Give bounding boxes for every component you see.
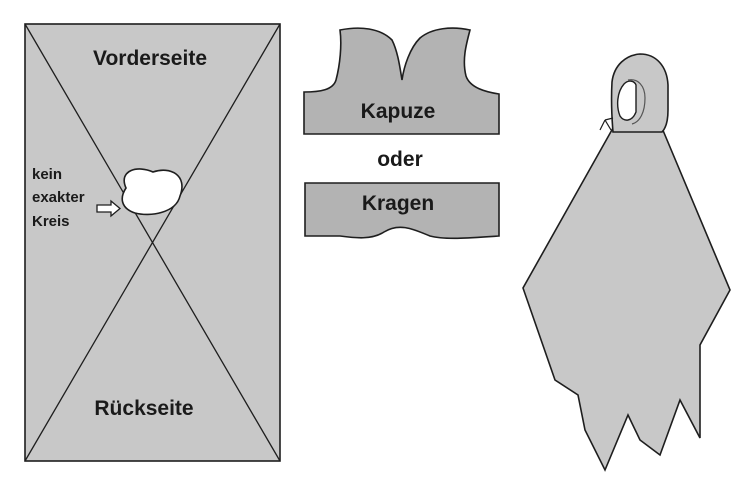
fabric-rectangle-group bbox=[24, 23, 281, 462]
note-line-3: Kreis bbox=[32, 213, 70, 230]
drawstring-icon bbox=[599, 117, 614, 131]
hood-label: Kapuze bbox=[361, 100, 436, 123]
poncho-body bbox=[522, 127, 731, 472]
collar-piece bbox=[304, 182, 500, 240]
hood-piece bbox=[303, 27, 500, 135]
arrow-right-outline-icon bbox=[96, 199, 122, 218]
note-line-1: kein bbox=[32, 166, 62, 183]
hood-opening bbox=[616, 80, 637, 121]
front-label: Vorderseite bbox=[93, 47, 207, 70]
poncho-figure bbox=[522, 53, 731, 472]
neck-hole bbox=[121, 168, 183, 216]
or-label: oder bbox=[377, 148, 423, 171]
diagonal-line-2 bbox=[24, 23, 281, 462]
hood-edge-stitch bbox=[627, 79, 646, 125]
back-label: Rückseite bbox=[94, 397, 193, 420]
note-line-2: exakter bbox=[32, 189, 85, 206]
collar-label: Kragen bbox=[362, 192, 434, 215]
